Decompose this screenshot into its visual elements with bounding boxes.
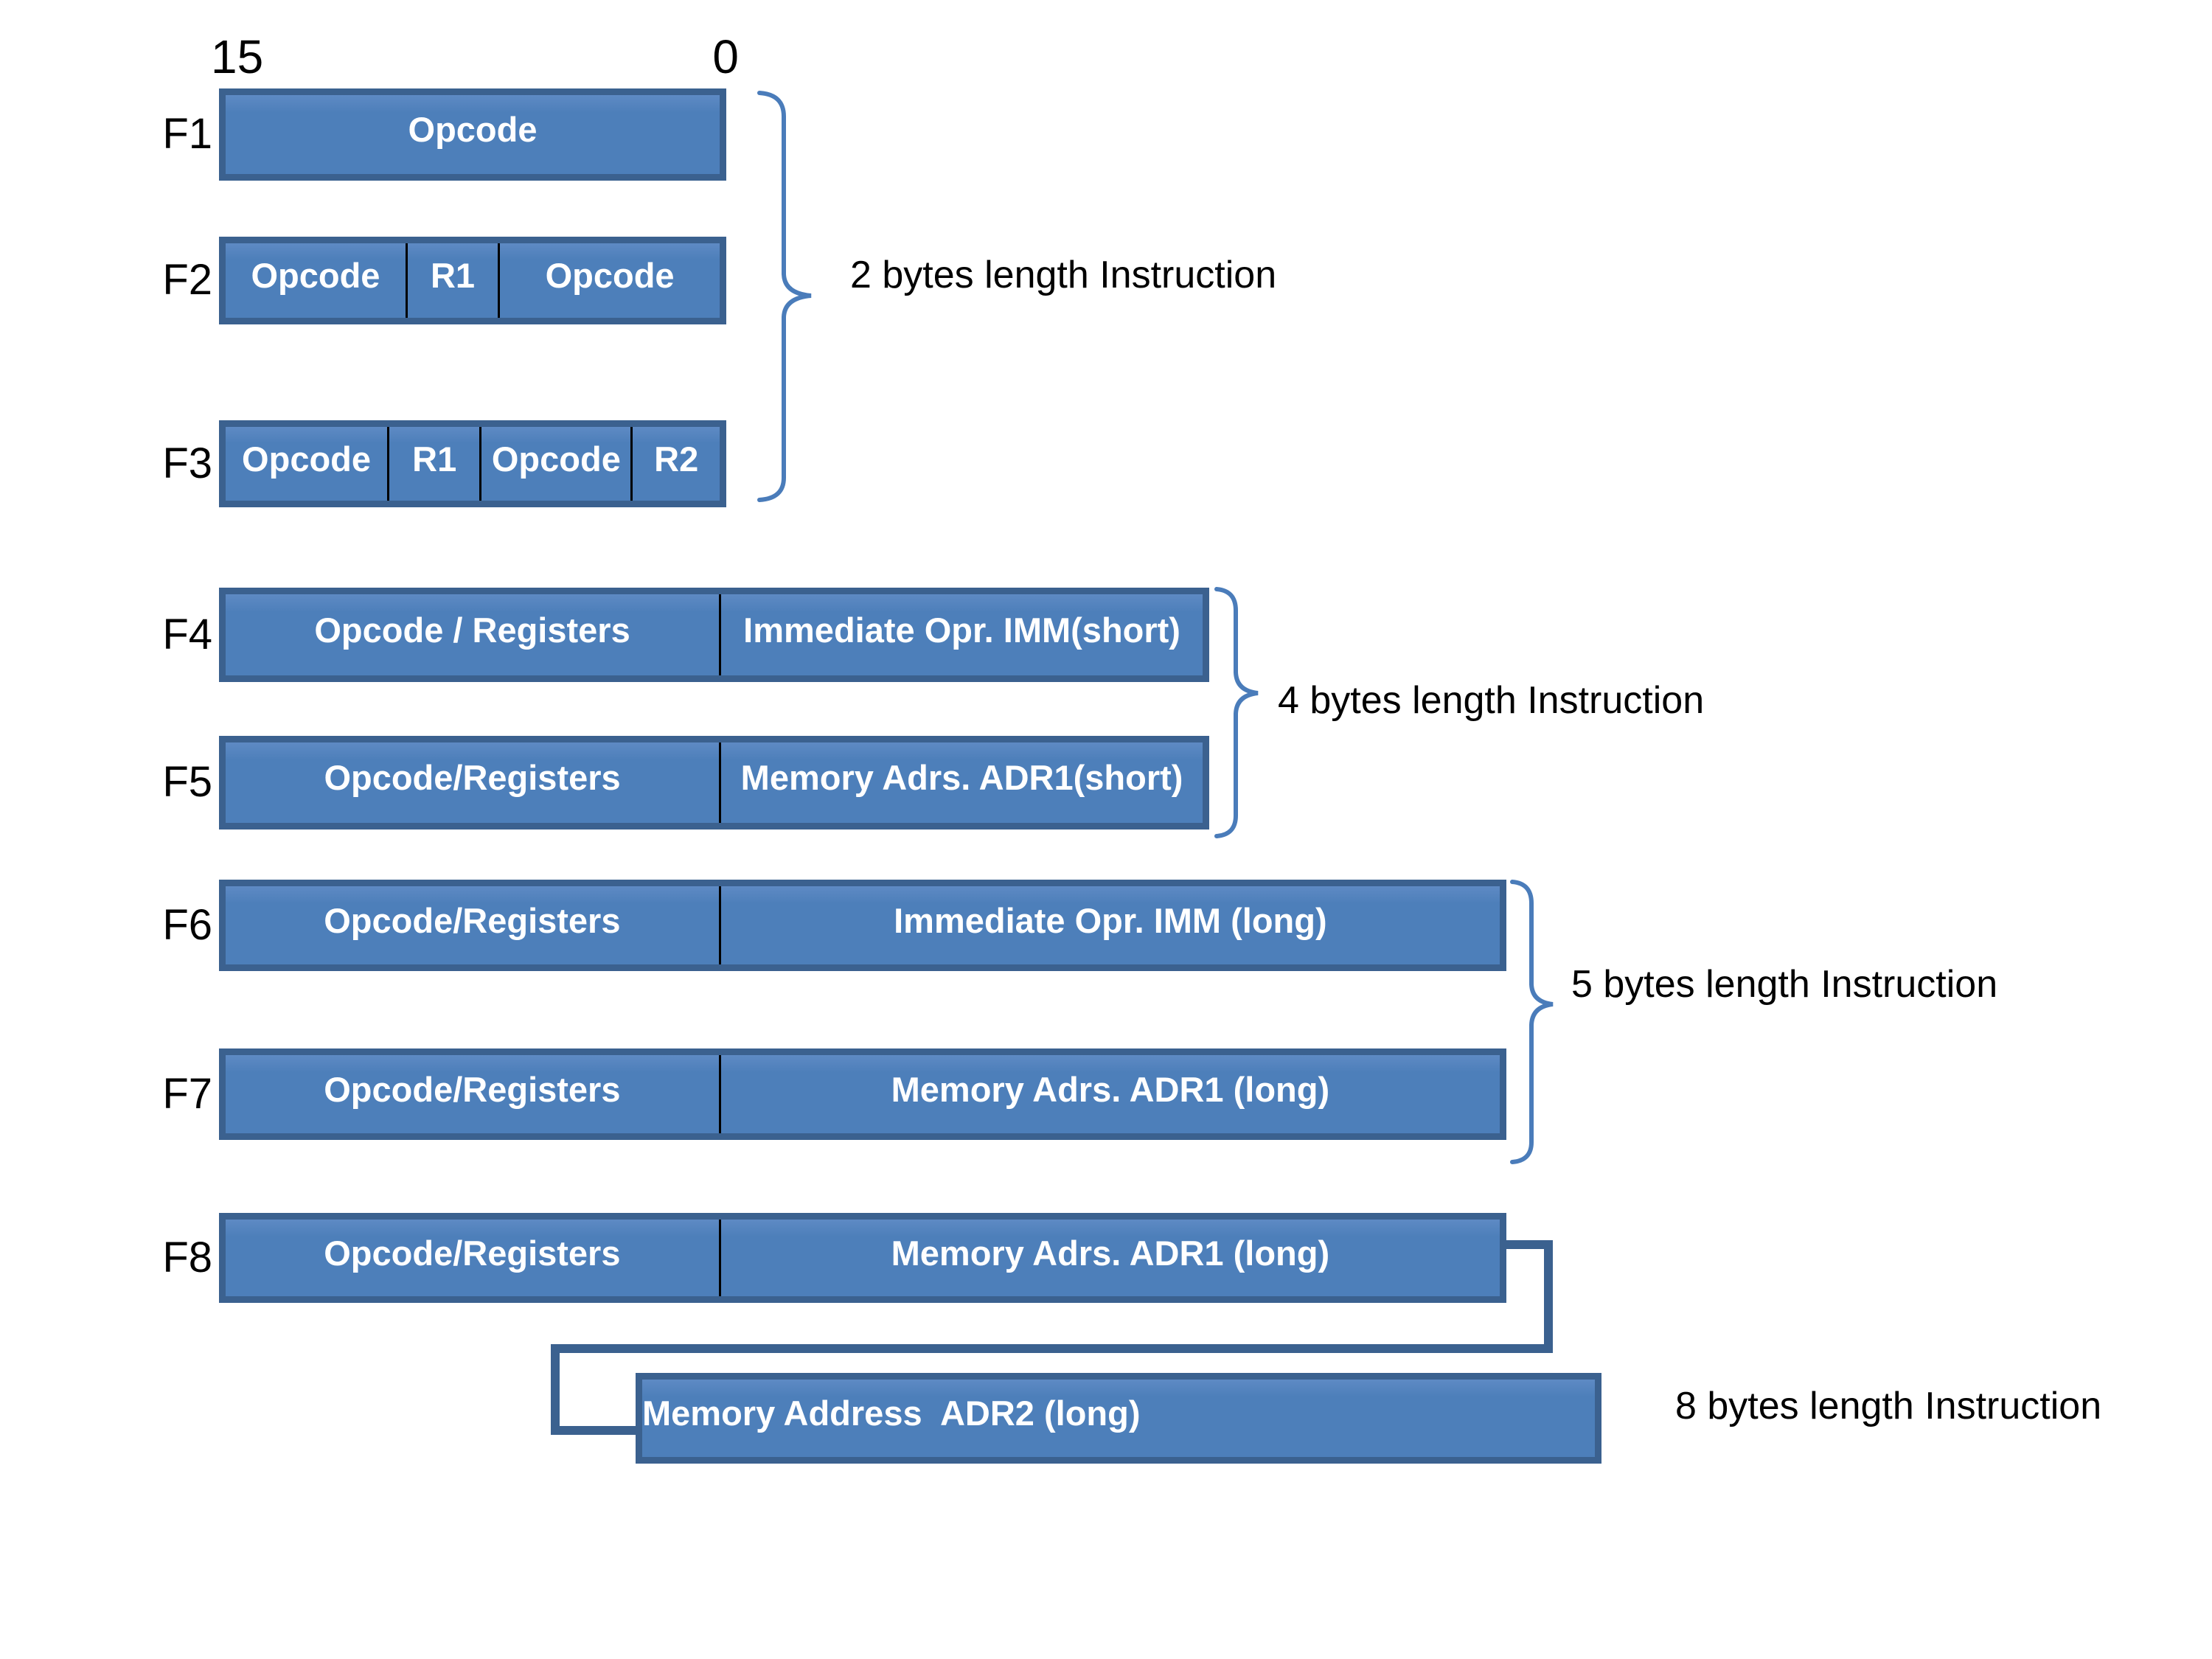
- format-label-f4: F4: [162, 611, 212, 658]
- format-box-f3: Opcode R1 Opcode R2: [219, 420, 726, 507]
- annotation-2-bytes: 2 bytes length Instruction: [850, 254, 1277, 296]
- annotation-4-bytes: 4 bytes length Instruction: [1278, 679, 1705, 722]
- format-box-f4: Opcode / Registers Immediate Opr. IMM(sh…: [219, 588, 1209, 682]
- format-label-f6: F6: [162, 901, 212, 949]
- field-memory-adr2-long: Memory Address ADR2 (long): [642, 1394, 1141, 1433]
- format-box-f5: Opcode/Registers Memory Adrs. ADR1(short…: [219, 736, 1209, 830]
- format-box-adr2-extension: Memory Address ADR2 (long): [636, 1373, 1601, 1464]
- annotation-5-bytes: 5 bytes length Instruction: [1571, 963, 1998, 1006]
- format-label-f5: F5: [162, 758, 212, 806]
- format-label-f7: F7: [162, 1070, 212, 1118]
- brace-4-bytes: [1214, 587, 1259, 838]
- format-box-f6: Opcode/Registers Immediate Opr. IMM (lon…: [219, 880, 1506, 971]
- field-immediate-short: Immediate Opr. IMM(short): [719, 594, 1203, 675]
- format-label-f3: F3: [162, 439, 212, 487]
- field-opcode-registers: Opcode/Registers: [324, 1069, 621, 1109]
- format-box-f2: Opcode R1 Opcode: [219, 237, 726, 324]
- field-memory-adr1-short: Memory Adrs. ADR1(short): [719, 742, 1203, 823]
- field-opcode-registers: Opcode / Registers: [314, 610, 630, 650]
- field-opcode-registers: Opcode/Registers: [324, 1233, 621, 1273]
- annotation-8-bytes: 8 bytes length Instruction: [1675, 1385, 2102, 1427]
- field-memory-adr1-long: Memory Adrs. ADR1 (long): [718, 1220, 1500, 1296]
- field-opcode-registers: Opcode/Registers: [324, 758, 621, 797]
- field-opcode: Opcode: [479, 427, 630, 501]
- field-memory-adr1-long: Memory Adrs. ADR1 (long): [718, 1055, 1500, 1133]
- format-label-f8: F8: [162, 1234, 212, 1281]
- bit-label-15: 15: [211, 30, 264, 83]
- format-label-f2: F2: [162, 256, 212, 304]
- field-opcode: Opcode: [498, 243, 720, 318]
- field-opcode: Opcode: [408, 110, 538, 149]
- field-register-r1: R1: [405, 243, 498, 318]
- format-box-f1: Opcode: [219, 88, 726, 181]
- format-box-f8: Opcode/Registers Memory Adrs. ADR1 (long…: [219, 1213, 1506, 1303]
- field-register-r1: R1: [387, 427, 479, 501]
- format-box-f7: Opcode/Registers Memory Adrs. ADR1 (long…: [219, 1048, 1506, 1140]
- field-immediate-long: Immediate Opr. IMM (long): [718, 886, 1500, 964]
- field-opcode: Opcode: [251, 256, 380, 295]
- field-opcode-registers: Opcode/Registers: [324, 900, 621, 940]
- brace-5-bytes: [1510, 880, 1554, 1164]
- field-register-r2: R2: [630, 427, 720, 501]
- format-label-f1: F1: [162, 110, 212, 158]
- bit-label-0: 0: [712, 30, 739, 83]
- elbow-connector-adr2: [551, 1240, 1553, 1435]
- field-opcode: Opcode: [242, 439, 372, 479]
- brace-2-bytes: [757, 91, 812, 502]
